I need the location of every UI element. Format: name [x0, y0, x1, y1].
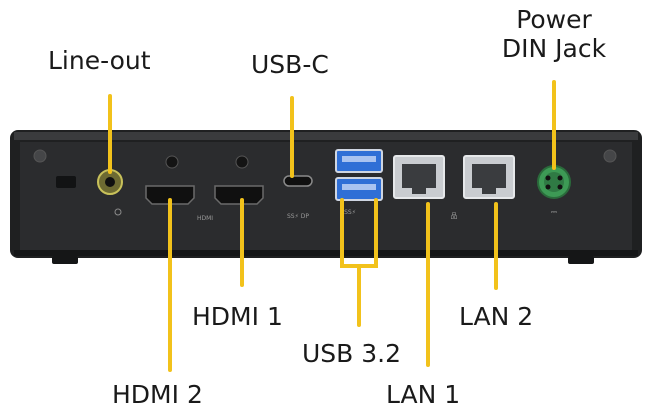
line-out-jack-hole	[105, 177, 115, 187]
hdmi1-screw-hole	[235, 155, 249, 169]
power-label-line2: DIN Jack	[501, 33, 607, 63]
power-label: Power DIN Jack	[494, 5, 614, 64]
headphone-icon	[114, 208, 122, 216]
dc-mark: ⎓	[551, 207, 558, 216]
usb-c-label: USB-C	[251, 50, 329, 79]
lan2-port	[463, 155, 515, 199]
chassis-top-edge	[14, 132, 638, 140]
hdmi2-label: HDMI 2	[112, 380, 203, 409]
usb-mark: SS⚡	[344, 209, 356, 216]
usb32-upper-port	[335, 149, 383, 173]
hdmi2-screw-hole	[165, 155, 179, 169]
hdmi1-label: HDMI 1	[192, 302, 283, 331]
lan1-port	[393, 155, 445, 199]
right-foot	[568, 256, 594, 264]
right-screw-icon	[603, 149, 617, 163]
lan2-label: LAN 2	[459, 302, 534, 331]
lan-mark: 品	[451, 212, 458, 220]
left-screw-icon	[33, 149, 47, 163]
power-label-line1: Power	[516, 5, 592, 34]
lan1-label: LAN 1	[386, 380, 461, 409]
power-din-jack	[537, 165, 571, 199]
usb-c-mark: SS⚡ DP	[287, 213, 309, 220]
usb32-label: USB 3.2	[302, 339, 402, 368]
hdmi-mark: HDMI	[197, 215, 213, 222]
chassis-bottom-edge	[14, 250, 638, 256]
hdmi1-port	[214, 185, 264, 205]
chassis-face	[20, 142, 632, 250]
line-out-label: Line-out	[48, 46, 151, 75]
left-foot	[52, 256, 78, 264]
usb32-lower-port	[335, 177, 383, 201]
usb-c-port	[283, 175, 313, 187]
hdmi2-port	[145, 185, 195, 205]
security-slot	[56, 176, 76, 188]
callout-lines	[108, 80, 556, 372]
